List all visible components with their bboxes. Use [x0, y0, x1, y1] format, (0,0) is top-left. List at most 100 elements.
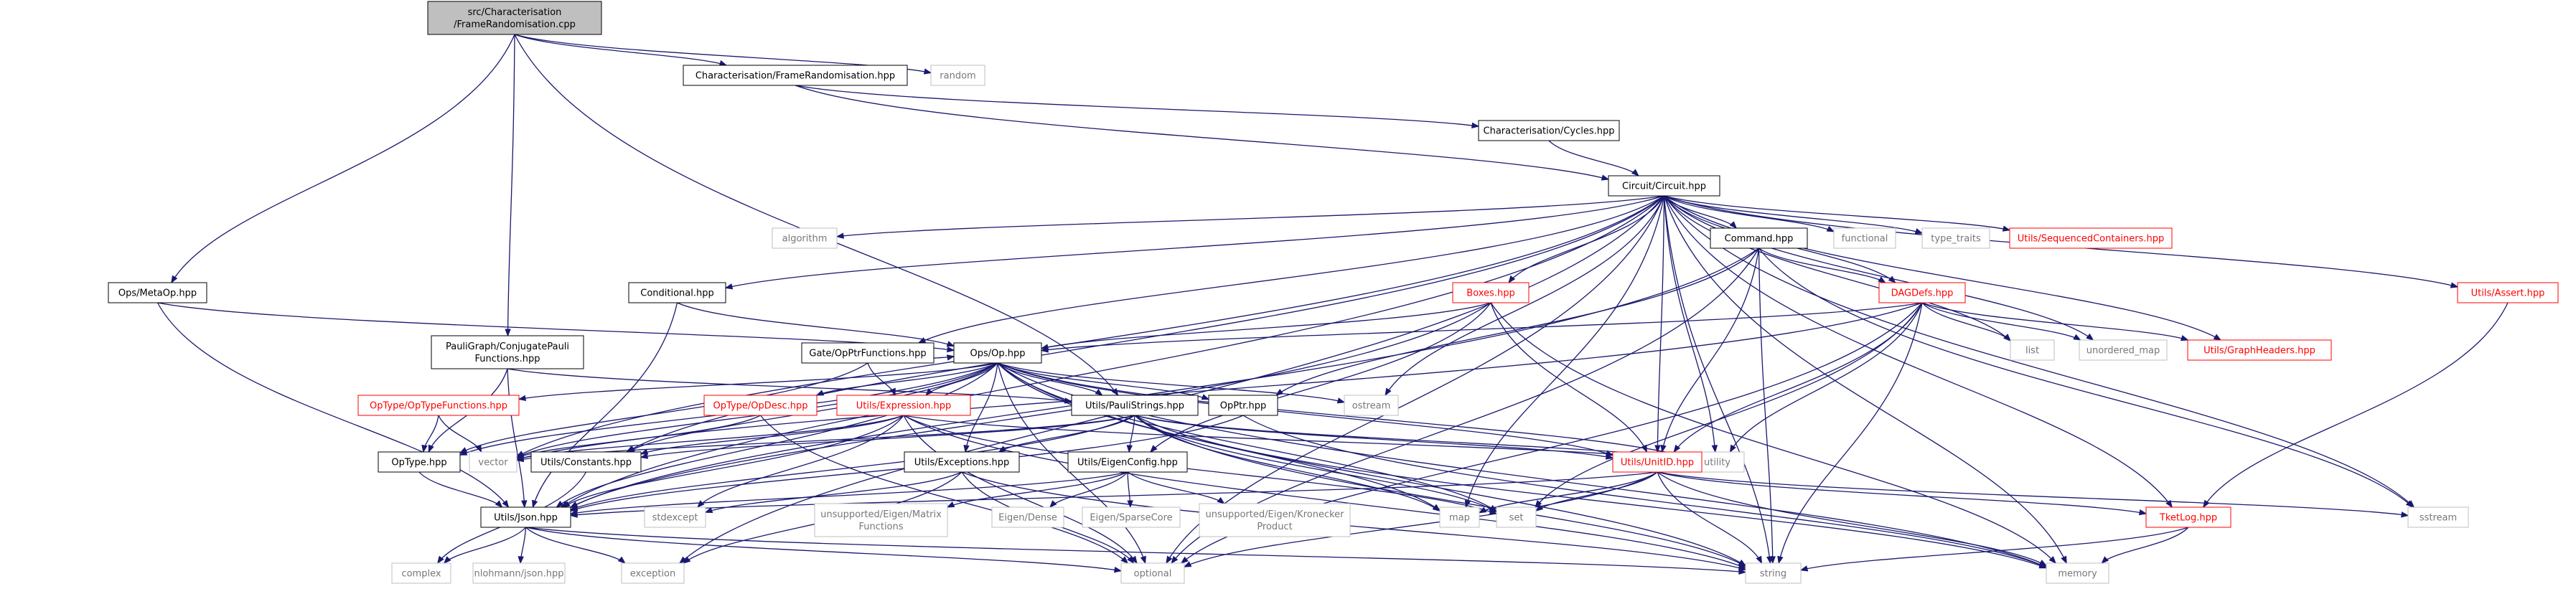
- node-complex: complex: [391, 562, 451, 584]
- node-root[interactable]: src/Characterisation/FrameRandomisation.…: [427, 1, 602, 35]
- node-box-json: [480, 506, 571, 528]
- edge-root-to-metaop: [171, 34, 515, 283]
- arrowhead-command_hpp-to-optional: [1171, 555, 1179, 565]
- node-op_hpp[interactable]: Ops/Op.hpp: [953, 342, 1042, 364]
- node-metaop[interactable]: Ops/MetaOp.hpp: [108, 282, 207, 303]
- node-label-list-0: list: [2025, 346, 2039, 357]
- edge-command_hpp-to-unitid: [1662, 248, 1760, 453]
- arrowhead-dagdefs_hpp-to-string: [1777, 555, 1784, 565]
- node-optype[interactable]: OpType.hpp: [378, 451, 461, 473]
- edge-opdesc-to-optional: [759, 415, 1128, 564]
- arrowhead-op_hpp-to-json: [556, 500, 564, 508]
- node-conditional_hpp[interactable]: Conditional.hpp: [628, 282, 726, 303]
- node-graphheaders[interactable]: Utils/GraphHeaders.hpp: [2187, 339, 2332, 361]
- node-seqcont[interactable]: Utils/SequencedContainers.hpp: [2009, 227, 2173, 249]
- arrowhead-opdesc-to-optional: [1120, 556, 1129, 564]
- node-assert_hpp[interactable]: Utils/Assert.hpp: [2457, 282, 2559, 303]
- node-box-op_hpp: [953, 342, 1042, 364]
- edge-circuit_hpp-to-string: [1663, 195, 1771, 564]
- arrowhead-metaop-to-json: [502, 499, 510, 509]
- node-box-ostream: [1344, 395, 1399, 416]
- node-label-pauligraph-0: PauliGraph/ConjugatePauli: [446, 341, 569, 352]
- arrowhead-exceptions-to-stdexcept: [704, 507, 713, 513]
- edge-dagdefs_hpp-to-string: [1778, 302, 1923, 564]
- edge-op_hpp-to-optional: [997, 362, 1146, 564]
- arrowhead-paulistrings-to-string: [1738, 560, 1747, 567]
- edge-root-to-pauligraph: [507, 34, 515, 336]
- arrowhead-optypefuncs-to-vector: [475, 444, 482, 453]
- edge-op_hpp-to-opptr: [997, 362, 1209, 400]
- node-box-eigen_kron: [1199, 503, 1351, 537]
- node-json[interactable]: Utils/Json.hpp: [480, 506, 571, 528]
- node-opdesc[interactable]: OpType/OpDesc.hpp: [703, 395, 818, 416]
- edge-dagdefs_hpp-to-graphheaders: [1921, 302, 2188, 341]
- node-box-cycles_hpp: [1478, 120, 1620, 141]
- arrowhead-circuit_hpp-to-conditional_hpp: [724, 283, 734, 290]
- node-label-root-0: src/Characterisation: [468, 7, 562, 18]
- edge-paulistrings-to-map: [1134, 415, 1441, 512]
- edge-paulistrings-to-constants: [640, 415, 1135, 458]
- node-dagdefs_hpp[interactable]: DAGDefs.hpp: [1878, 282, 1966, 303]
- arrowhead-dagdefs_hpp-to-unitid: [1673, 444, 1681, 453]
- node-box-memory: [2046, 562, 2109, 584]
- edge-json-to-string: [525, 527, 1746, 573]
- node-box-conditional_hpp: [628, 282, 726, 303]
- arrowhead-cycles_hpp-to-circuit_hpp: [1631, 169, 1639, 176]
- node-label-optional-0: optional: [1134, 569, 1172, 580]
- edge-command_hpp-to-sstream: [1758, 248, 2414, 508]
- edge-opptrfuncs-to-optype: [459, 362, 868, 453]
- arrowhead-circuit_hpp-to-type_traits: [1914, 228, 1924, 235]
- node-opptr[interactable]: OpPtr.hpp: [1208, 395, 1278, 416]
- edge-circuit_hpp-to-graphheaders: [1664, 195, 2221, 341]
- node-box-nlohmann: [472, 562, 566, 584]
- node-boxes_hpp[interactable]: Boxes.hpp: [1452, 282, 1530, 303]
- node-tketlog[interactable]: TketLog.hpp: [2145, 506, 2231, 528]
- node-box-eigenconfig: [1067, 451, 1188, 473]
- edge-circuit_hpp-to-utility: [1663, 195, 1716, 453]
- node-cycles_hpp[interactable]: Characterisation/Cycles.hpp: [1478, 120, 1620, 141]
- edge-pauligraph-to-paulistrings: [507, 368, 1072, 402]
- node-command_hpp[interactable]: Command.hpp: [1710, 227, 1808, 249]
- node-circuit_hpp[interactable]: Circuit/Circuit.hpp: [1608, 175, 1720, 197]
- node-label-type_traits-0: type_traits: [1931, 234, 1981, 245]
- arrowhead-eigenconfig-to-eigen_matfunc: [946, 501, 955, 508]
- node-framerand_hpp[interactable]: Characterisation/FrameRandomisation.hpp: [683, 65, 908, 86]
- arrowhead-paulistrings-to-eigenconfig: [1126, 445, 1133, 453]
- edge-circuit_hpp-to-boxes_hpp: [1508, 195, 1665, 283]
- node-label-assert_hpp-0: Utils/Assert.hpp: [2471, 288, 2545, 299]
- node-label-opdesc-0: OpType/OpDesc.hpp: [713, 401, 807, 412]
- node-label-expression-0: Utils/Expression.hpp: [856, 401, 951, 412]
- edge-paulistrings-to-string: [1134, 415, 1746, 567]
- arrowhead-root-to-framerand_hpp: [718, 60, 728, 66]
- node-box-set: [1496, 506, 1537, 528]
- node-optypefuncs[interactable]: OpType/OpTypeFunctions.hpp: [357, 395, 520, 416]
- node-box-type_traits: [1921, 227, 1990, 249]
- node-paulistrings[interactable]: Utils/PauliStrings.hpp: [1071, 395, 1199, 416]
- node-exceptions[interactable]: Utils/Exceptions.hpp: [904, 451, 1020, 473]
- edge-command_hpp-to-string: [1758, 248, 1774, 564]
- arrowhead-dagdefs_hpp-to-optional: [1180, 556, 1189, 564]
- edge-conditional_hpp-to-op_hpp: [677, 302, 955, 347]
- arrowhead-op_hpp-to-optypefuncs: [517, 395, 527, 402]
- node-label-eigen_matfunc-0: unsupported/Eigen/Matrix: [820, 509, 942, 520]
- node-eigenconfig[interactable]: Utils/EigenConfig.hpp: [1067, 451, 1188, 473]
- node-eigen_dense: Eigen/Dense: [991, 506, 1064, 528]
- node-unitid[interactable]: Utils/UnitID.hpp: [1612, 451, 1702, 473]
- node-box-optype: [378, 451, 461, 473]
- edge-circuit_hpp-to-list: [1663, 195, 2011, 341]
- node-constants[interactable]: Utils/Constants.hpp: [530, 451, 642, 473]
- arrowhead-conditional_hpp-to-json: [532, 499, 538, 509]
- node-box-optypefuncs: [357, 395, 520, 416]
- node-opptrfuncs[interactable]: Gate/OpPtrFunctions.hpp: [801, 342, 935, 364]
- node-label-constants-0: Utils/Constants.hpp: [540, 458, 632, 468]
- node-expression[interactable]: Utils/Expression.hpp: [836, 395, 971, 416]
- arrowhead-unitid-to-tketlog: [2138, 509, 2148, 516]
- arrowhead-dagdefs_hpp-to-utility: [1729, 444, 1736, 453]
- node-label-tketlog-0: TketLog.hpp: [2159, 513, 2217, 524]
- arrowhead-expression-to-optional: [1130, 555, 1138, 565]
- arrowhead-pauligraph-to-json: [521, 500, 528, 509]
- node-algorithm: algorithm: [772, 227, 838, 249]
- node-stdexcept: stdexcept: [644, 506, 706, 528]
